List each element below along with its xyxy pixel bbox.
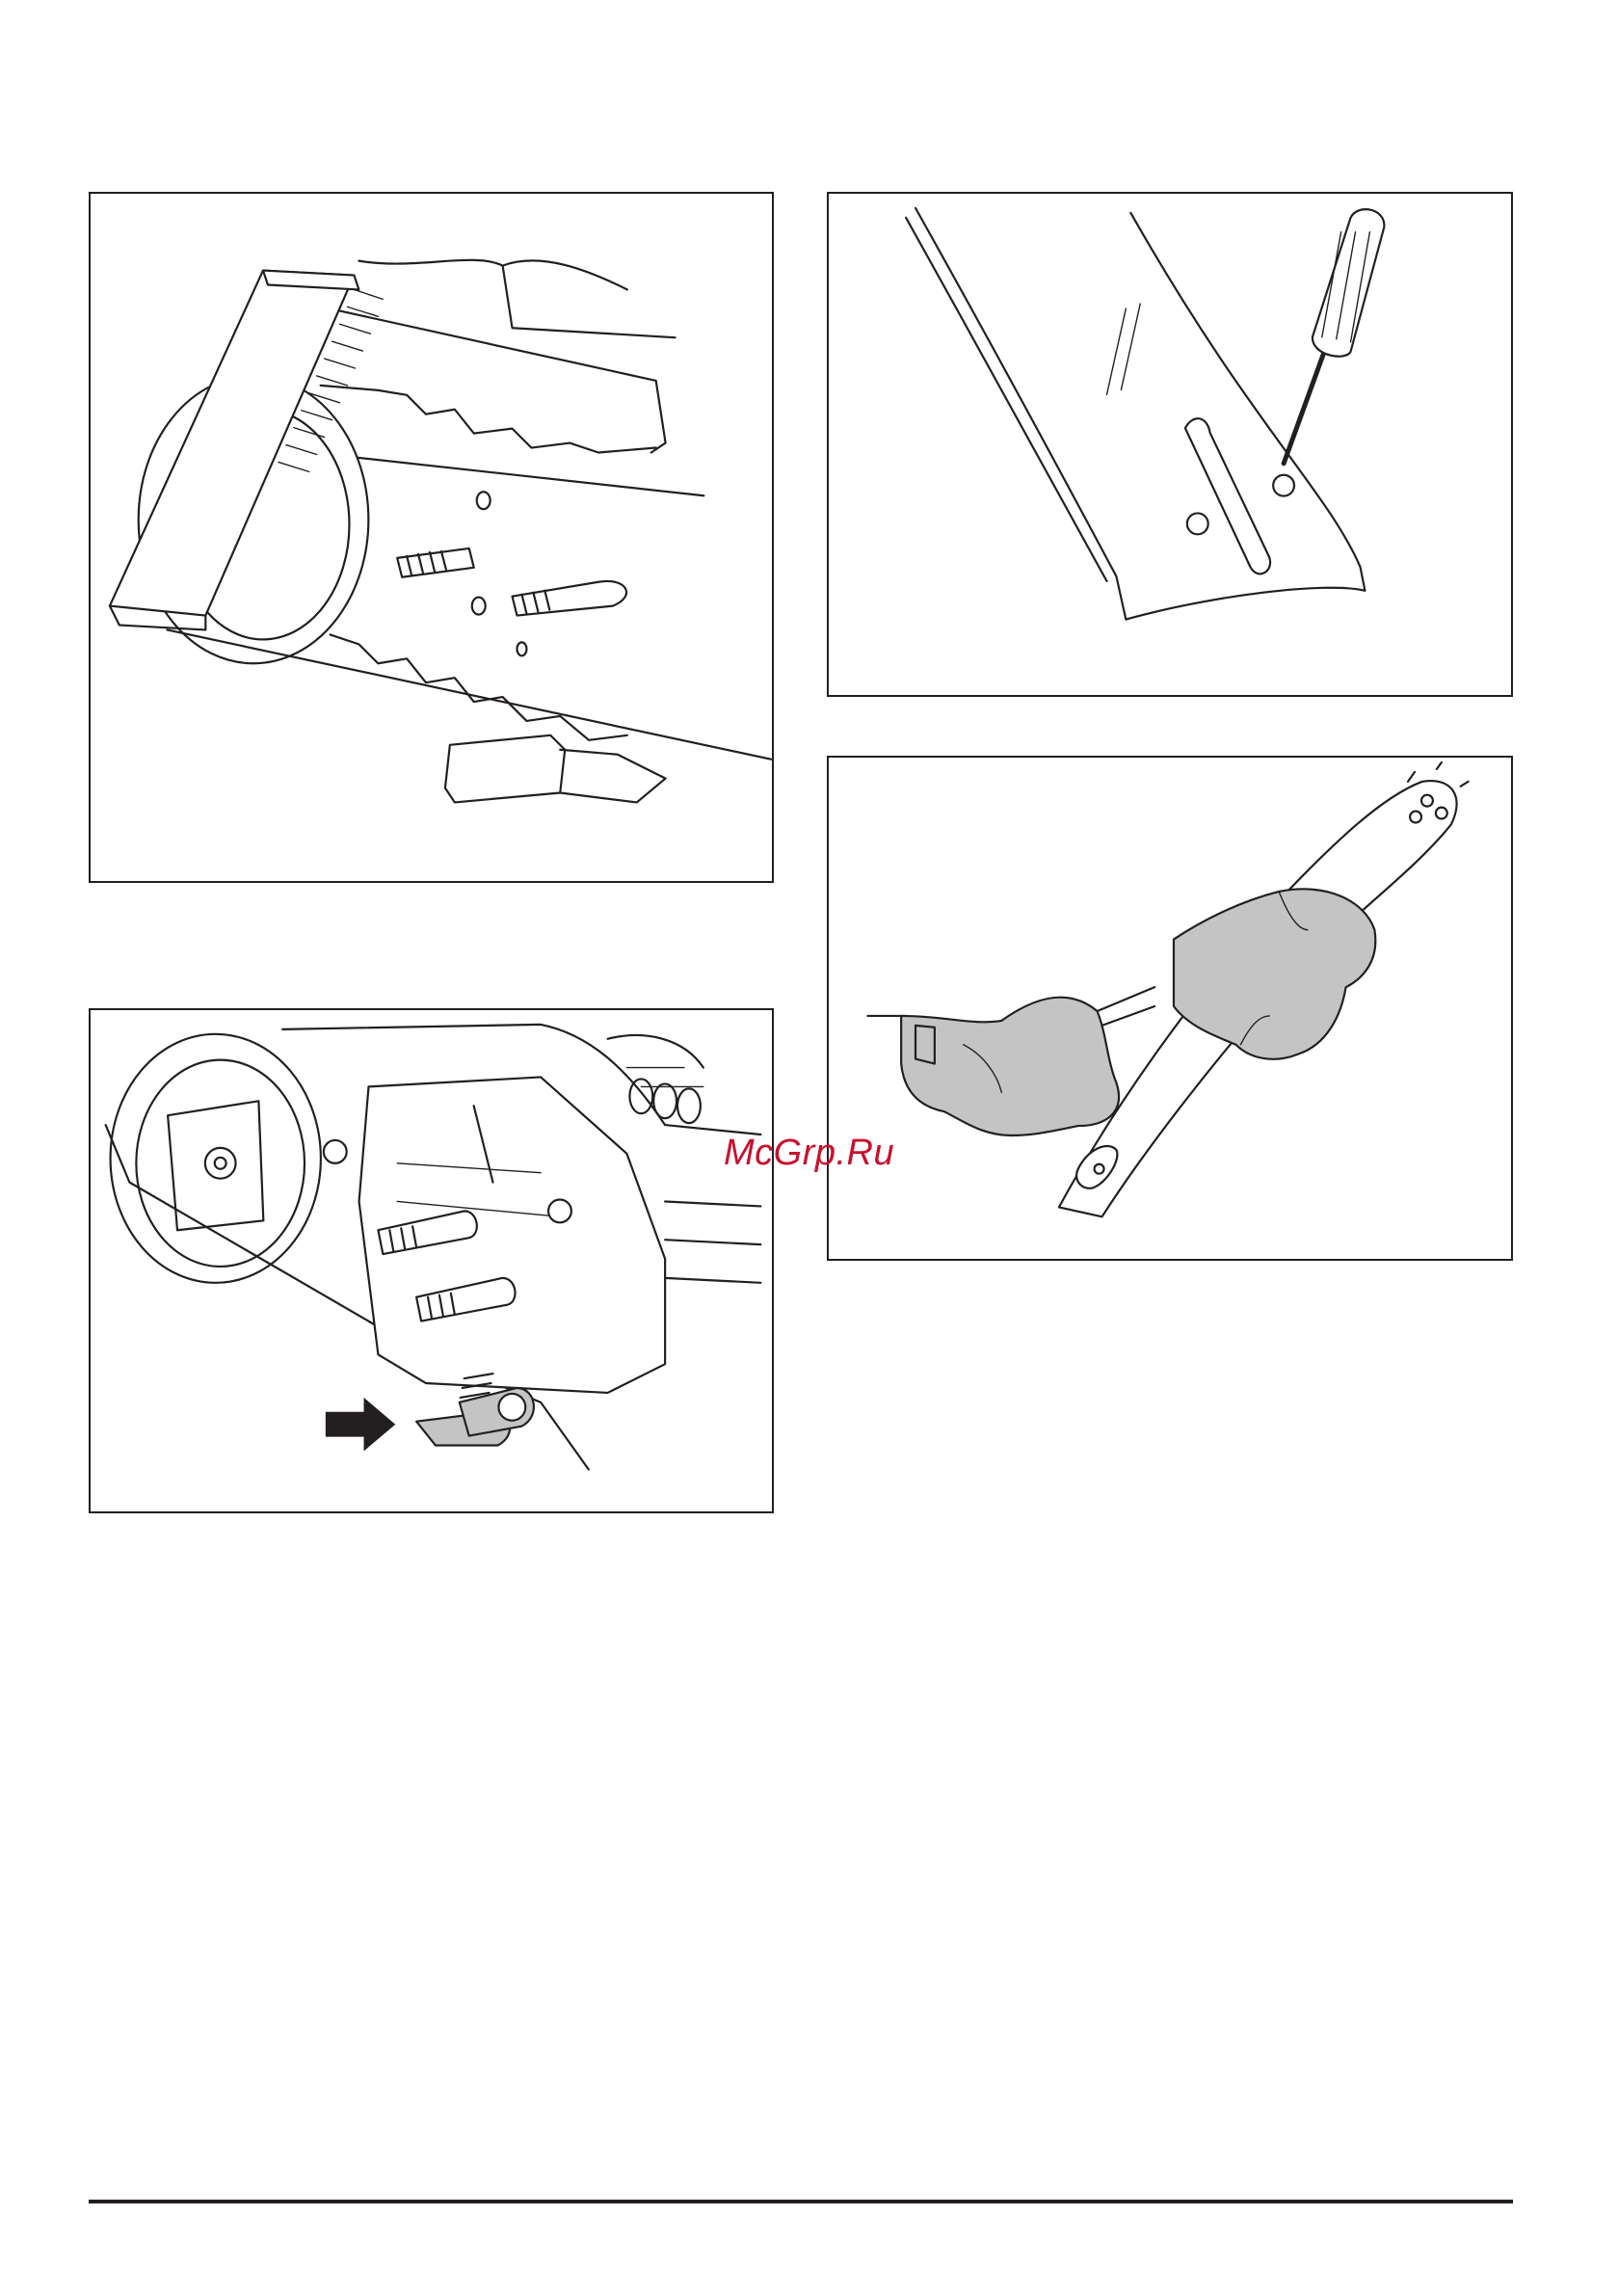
figure-brush-cleaning bbox=[89, 192, 774, 883]
figure-screwdriver-bar bbox=[827, 192, 1513, 697]
arrow-right-icon bbox=[326, 1398, 395, 1452]
nut-block bbox=[445, 735, 565, 803]
gloved-hands-illustration bbox=[829, 758, 1511, 1259]
clutch-drum-icon bbox=[111, 1034, 321, 1283]
footer-rule bbox=[89, 2200, 1513, 2203]
oil-hole bbox=[1273, 475, 1294, 496]
bar-bolt-icon bbox=[397, 548, 626, 616]
screwdriver-bar-illustration bbox=[829, 194, 1511, 695]
left-glove-icon bbox=[867, 987, 1154, 1135]
watermark-text: McGrp.Ru bbox=[724, 1133, 894, 1174]
figure-chain-brake-cover bbox=[89, 1008, 774, 1513]
chain-brake-illustration bbox=[91, 1010, 772, 1511]
screwdriver-icon bbox=[1284, 209, 1384, 464]
figure-gloved-hands-bar bbox=[827, 756, 1513, 1261]
bar-slot bbox=[1185, 418, 1270, 574]
bar-hole bbox=[1187, 513, 1208, 534]
brush-cleaning-illustration bbox=[91, 194, 772, 881]
